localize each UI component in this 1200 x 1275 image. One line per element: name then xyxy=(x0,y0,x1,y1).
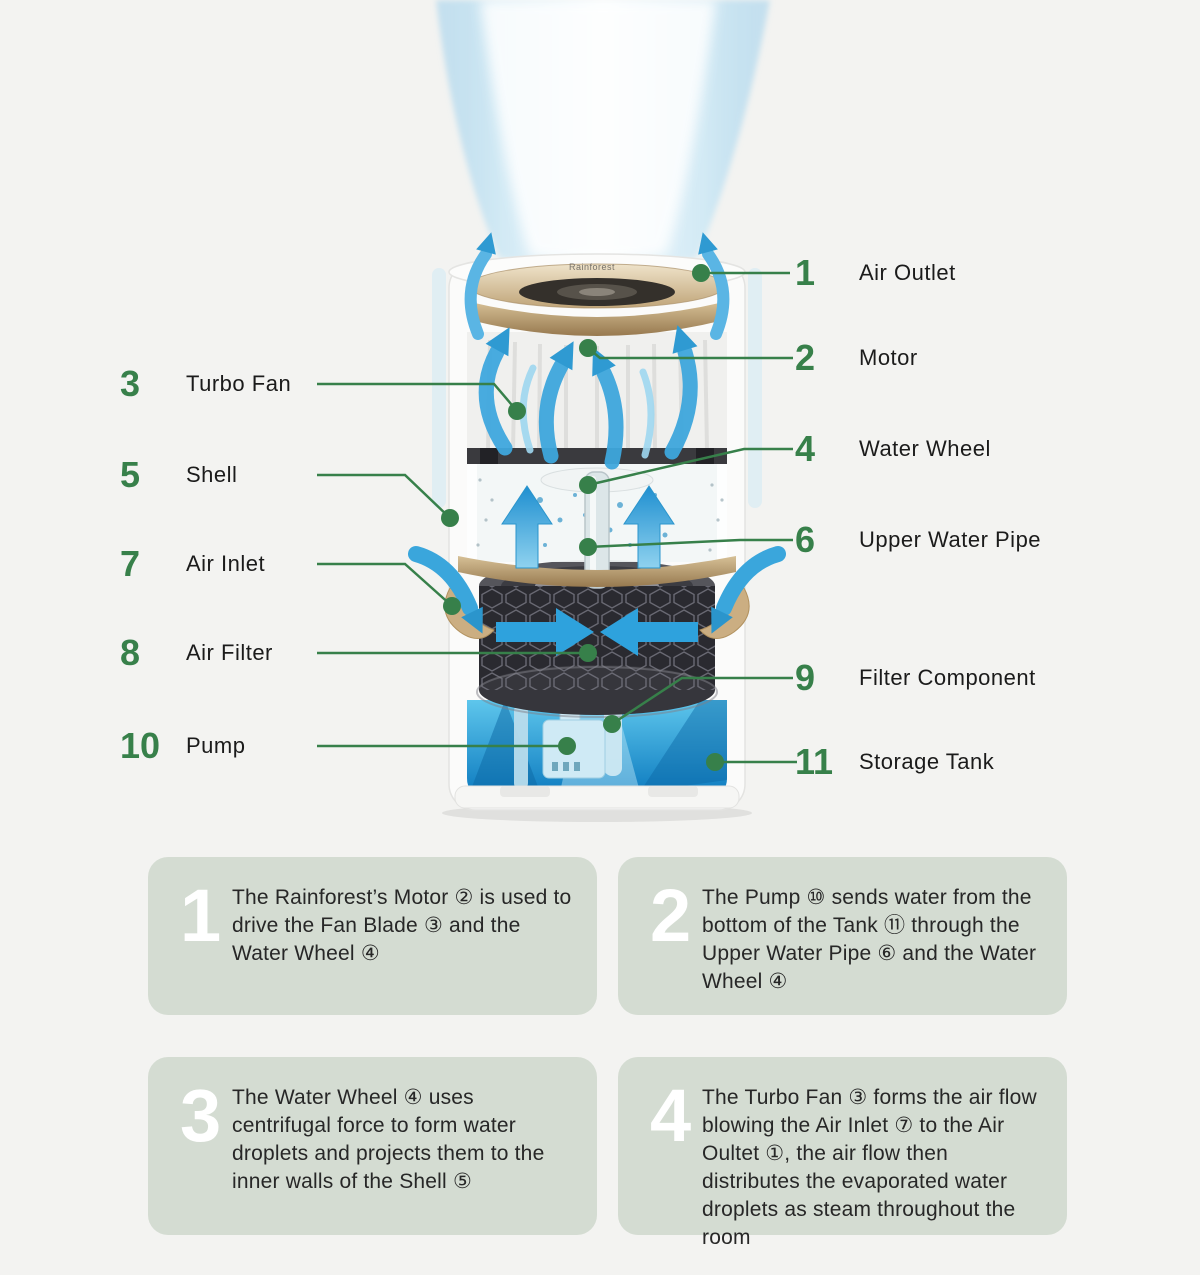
callout-label: Air Inlet xyxy=(186,551,266,576)
callout-label: Air Outlet xyxy=(859,260,956,285)
storage-tank-graphic xyxy=(454,700,740,809)
info-box-4: 4 The Turbo Fan ③ forms the air flow blo… xyxy=(618,1057,1067,1249)
callout-label: Water Wheel xyxy=(859,436,991,461)
info-box-2: 2 The Pump ⑩ sends water from the bottom… xyxy=(618,857,1067,1015)
callout-number: 2 xyxy=(795,337,816,378)
callout-label: Storage Tank xyxy=(859,749,995,774)
callout-label: Motor xyxy=(859,345,918,370)
callout-air-filter: 8 Air Filter xyxy=(120,631,273,675)
motor-housing-band xyxy=(470,302,724,336)
info-box-number: 4 xyxy=(650,1074,692,1157)
info-box-number: 1 xyxy=(180,874,222,957)
info-box-3: 3 The Water Wheel ④ uses centrifugal for… xyxy=(148,1057,597,1235)
callout-number: 7 xyxy=(120,543,141,584)
callout-water-wheel: 4 Water Wheel xyxy=(795,427,991,471)
callout-number: 3 xyxy=(120,363,141,404)
callout-lines xyxy=(317,271,797,764)
callout-number: 8 xyxy=(120,632,141,673)
info-box-number: 3 xyxy=(180,1074,222,1157)
callout-shell: 5 Shell xyxy=(120,453,237,497)
callout-label: Turbo Fan xyxy=(186,371,292,396)
callout-number: 4 xyxy=(795,428,816,469)
info-box-text: The Water Wheel ④ uses centrifugal force… xyxy=(232,1086,545,1193)
info-box-text: The Rainforest’s Motor ② is used to driv… xyxy=(232,886,572,965)
callout-number: 10 xyxy=(120,725,161,766)
callout-motor: 2 Motor xyxy=(795,336,918,380)
callout-label: Pump xyxy=(186,733,246,758)
callout-number: 9 xyxy=(795,657,816,698)
info-box-1: 1 The Rainforest’s Motor ② is used to dr… xyxy=(148,857,597,1015)
callout-number: 11 xyxy=(795,741,834,782)
callout-filter-component: 9 Filter Component xyxy=(795,656,1036,700)
callout-number: 5 xyxy=(120,454,141,495)
callout-air-outlet: 1 Air Outlet xyxy=(795,251,956,295)
callout-upper-water-pipe: 6 Upper Water Pipe xyxy=(795,518,1041,562)
callout-number: 6 xyxy=(795,519,816,560)
brand-logo: Rainforest xyxy=(569,262,615,272)
air-outlet-graphic: Rainforest xyxy=(448,253,746,309)
callout-label: Shell xyxy=(186,462,238,487)
callout-turbo-fan: 3 Turbo Fan xyxy=(120,362,291,406)
callout-pump: 10 Pump xyxy=(120,724,245,768)
callout-label: Upper Water Pipe xyxy=(859,527,1042,552)
callout-storage-tank: 11 Storage Tank xyxy=(795,740,994,784)
callout-label: Air Filter xyxy=(186,640,273,665)
info-box-text: The Pump ⑩ sends water from the bottom o… xyxy=(702,886,1037,993)
callout-dots xyxy=(441,264,724,771)
callout-air-inlet: 7 Air Inlet xyxy=(120,542,265,586)
info-box-number: 2 xyxy=(650,874,692,957)
callout-number: 1 xyxy=(795,252,816,293)
callout-label: Filter Component xyxy=(859,665,1036,690)
shell-graphic xyxy=(467,462,727,589)
info-box-text: The Turbo Fan ③ forms the air flow blowi… xyxy=(702,1086,1037,1249)
airflow-funnel-graphic xyxy=(436,0,770,266)
